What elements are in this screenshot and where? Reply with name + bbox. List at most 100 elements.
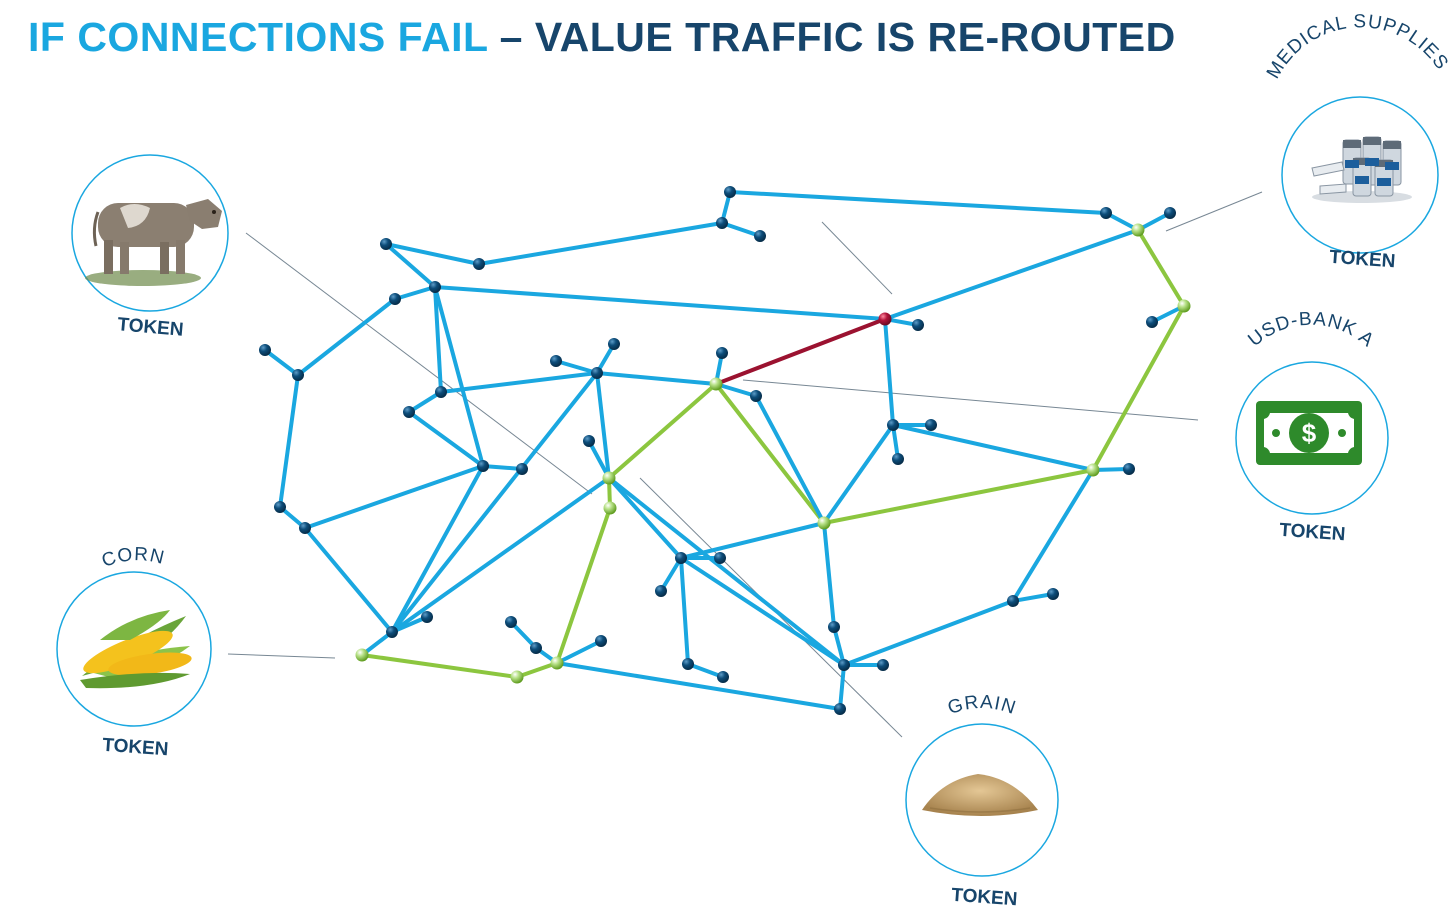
network-link <box>263 348 300 377</box>
token-label: TOKEN <box>1329 247 1396 273</box>
network-link <box>390 464 485 634</box>
network-node <box>892 453 904 465</box>
rerouted-node <box>550 656 564 670</box>
rerouted-link <box>1136 228 1186 308</box>
network-node <box>299 522 311 534</box>
network-node <box>912 319 924 331</box>
network-node <box>274 501 286 513</box>
network-link <box>595 371 611 480</box>
rerouted-link <box>822 468 1095 525</box>
network-node <box>754 230 766 242</box>
network-link <box>481 464 524 471</box>
network-link <box>679 521 826 560</box>
network-link <box>433 285 485 468</box>
network-node <box>655 585 667 597</box>
network-nodes <box>259 186 1191 715</box>
rerouted-link <box>360 653 519 679</box>
network-link <box>407 410 485 468</box>
rerouted-node <box>1131 223 1145 237</box>
network-node <box>505 616 517 628</box>
network-node <box>828 621 840 633</box>
token-top-label: CORN <box>99 544 167 572</box>
network-link <box>384 242 437 289</box>
network-link <box>728 190 1108 215</box>
network-node <box>714 552 726 564</box>
network-link <box>554 359 599 375</box>
network-node <box>925 419 937 431</box>
title-highlight: IF CONNECTIONS FAIL <box>28 14 488 60</box>
network-link <box>303 526 394 634</box>
token-label: TOKEN <box>102 735 169 761</box>
title-rest: – VALUE TRAFFIC IS RE-ROUTED <box>487 14 1176 60</box>
network-node <box>1047 588 1059 600</box>
network-node <box>530 642 542 654</box>
grain-pile-icon <box>922 774 1038 816</box>
token-label: TOKEN <box>1279 520 1346 546</box>
network-link <box>278 373 300 509</box>
network-link <box>595 371 718 386</box>
network-node <box>1100 207 1112 219</box>
network-node <box>1164 207 1176 219</box>
rerouted-node <box>1086 463 1100 477</box>
rerouted-node <box>817 516 831 530</box>
callout-line-medical <box>1165 191 1263 232</box>
rerouted-node <box>355 648 369 662</box>
network-link <box>509 620 538 650</box>
network-node <box>435 386 447 398</box>
network-node <box>583 435 595 447</box>
network-link <box>754 394 826 525</box>
network-link <box>296 297 397 377</box>
callout-lines <box>227 191 1263 738</box>
network-link <box>303 464 485 530</box>
rerouted-node <box>602 471 616 485</box>
network-link <box>390 476 611 634</box>
network-node <box>608 338 620 350</box>
network-node <box>429 281 441 293</box>
network-node <box>403 406 415 418</box>
network-node <box>595 635 607 647</box>
network-node <box>724 186 736 198</box>
network-link <box>714 382 758 398</box>
network-link <box>1011 468 1095 603</box>
rerouted-node <box>1177 299 1191 313</box>
network-link <box>822 423 895 525</box>
dollar-bill-icon: $ <box>1256 401 1362 465</box>
network-link <box>433 285 887 321</box>
failed-link <box>714 317 887 386</box>
network-node <box>386 626 398 638</box>
network-link <box>720 221 762 238</box>
network-node <box>887 419 899 431</box>
vials-icon <box>1311 136 1412 203</box>
network-link <box>390 615 429 634</box>
network-node <box>750 390 762 402</box>
network-node <box>380 238 392 250</box>
network-node <box>838 659 850 671</box>
network-node <box>591 367 603 379</box>
network-link <box>832 625 846 667</box>
rerouted-link <box>1091 304 1186 472</box>
token-top-label: USD-BANK A <box>1244 309 1378 352</box>
rerouted-link <box>555 506 612 665</box>
network-link <box>822 521 836 629</box>
network-link <box>679 556 690 666</box>
network-link <box>587 439 611 480</box>
network-node <box>1146 316 1158 328</box>
callout-line-medical-2 <box>821 221 893 295</box>
network-link <box>384 242 481 266</box>
rerouted-link <box>714 382 826 525</box>
cow-icon <box>85 199 222 286</box>
network-node <box>516 463 528 475</box>
network-node <box>550 355 562 367</box>
network-link <box>883 317 895 427</box>
network-link <box>607 476 846 667</box>
network-node <box>292 369 304 381</box>
token-corn: CORN TOKEN <box>56 544 212 761</box>
token-top-label: GRAIN <box>945 692 1019 719</box>
network-node <box>717 671 729 683</box>
network-node <box>1007 595 1019 607</box>
network-link <box>883 228 1140 321</box>
network-link <box>607 476 683 560</box>
rerouted-node <box>709 377 723 391</box>
network-node <box>259 344 271 356</box>
network-node <box>716 347 728 359</box>
